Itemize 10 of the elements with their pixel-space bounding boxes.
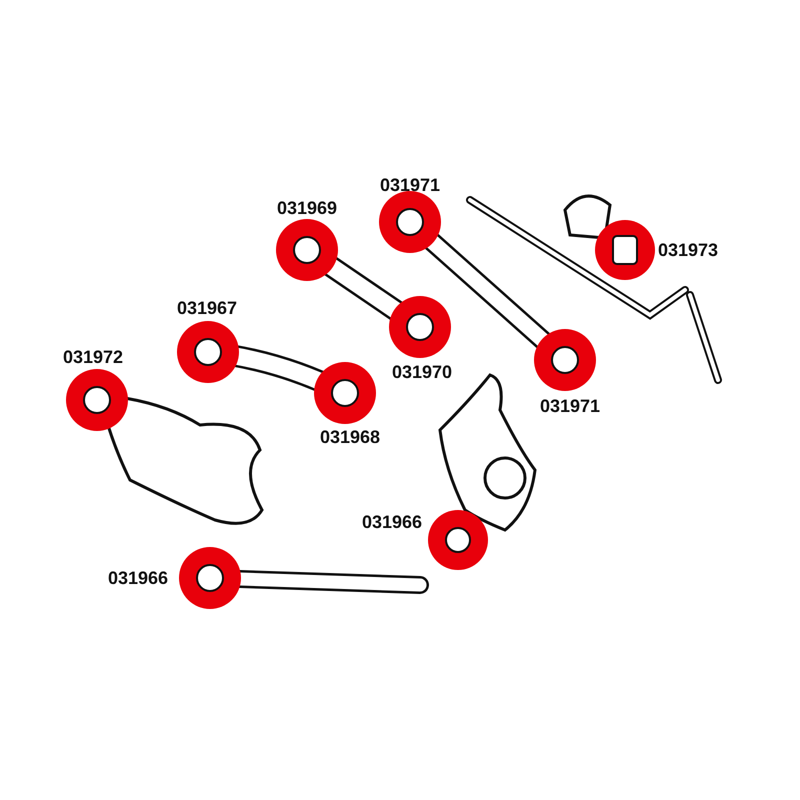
part-number: 031970 [392, 362, 452, 383]
part-number: 031971 [380, 175, 440, 196]
part-number: 031973 [658, 240, 718, 261]
part-number: 031972 [63, 347, 124, 368]
part-number: 031968 [320, 427, 380, 448]
part-number: 031967 [177, 298, 238, 319]
part-number: 031971 [540, 396, 600, 417]
part-number: 031969 [277, 198, 338, 219]
part-number: 031966 [362, 512, 422, 533]
part-number: 031966 [108, 568, 168, 589]
